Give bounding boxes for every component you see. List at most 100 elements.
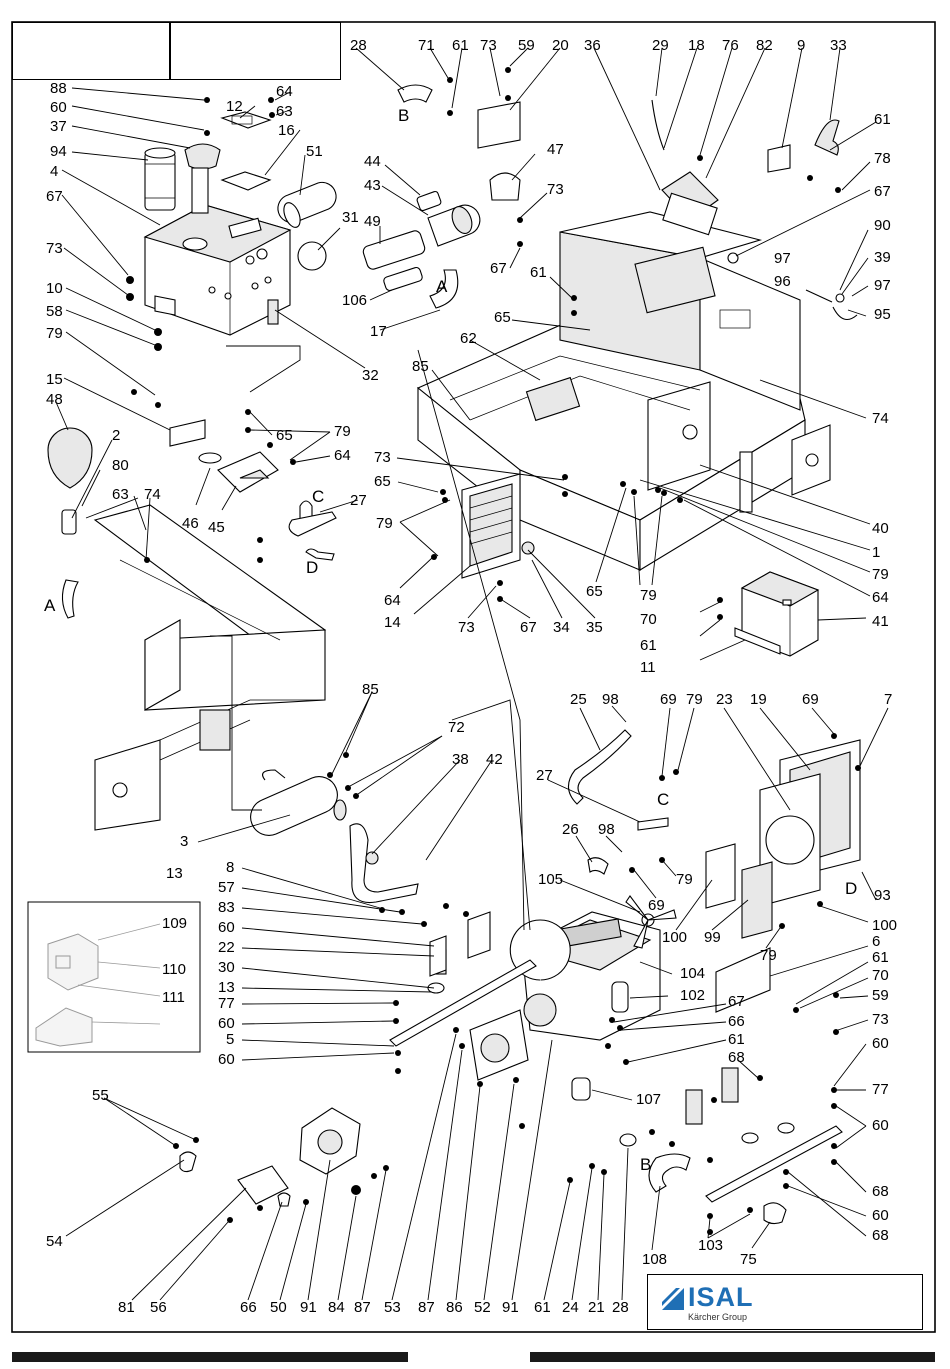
callout: 93 <box>874 887 891 904</box>
callout: 66 <box>240 1299 257 1316</box>
footer-bar-left <box>12 1352 408 1362</box>
fuel-filter <box>571 1077 591 1101</box>
callout: 61 <box>452 37 469 54</box>
switch-block <box>651 99 739 264</box>
detail-inset <box>27 901 201 1053</box>
callout: 38 <box>452 751 469 768</box>
callout: 79 <box>676 871 693 888</box>
callout: 60 <box>218 919 235 936</box>
callout: 61 <box>872 949 889 966</box>
brand-group: Kärcher Group <box>688 1312 748 1322</box>
callout: 64 <box>334 447 351 464</box>
lower-chassis-frame <box>93 504 327 831</box>
hydraulic-pump <box>179 1107 361 1207</box>
callout: 64 <box>276 83 293 100</box>
callout: 61 <box>728 1031 745 1048</box>
callout: 80 <box>112 457 129 474</box>
connector-letter: C <box>657 790 669 809</box>
callout: 109 <box>162 915 187 932</box>
callout: 13 <box>218 979 235 996</box>
connector-letter: B <box>398 106 409 125</box>
callout: 60 <box>218 1015 235 1032</box>
callout: 19 <box>750 691 767 708</box>
callout: 81 <box>118 1299 135 1316</box>
callout: 16 <box>278 122 295 139</box>
connector-letter: D <box>306 558 318 577</box>
callout: 68 <box>872 1183 889 1200</box>
pressure-switch <box>763 1202 787 1225</box>
footer-bar-right <box>530 1352 935 1362</box>
callout: 53 <box>384 1299 401 1316</box>
callout: 29 <box>652 37 669 54</box>
callout: 12 <box>226 98 243 115</box>
callout: 1 <box>872 544 880 561</box>
expansion-tank <box>169 419 279 493</box>
callout: 79 <box>376 515 393 532</box>
callout: 44 <box>364 153 381 170</box>
callout: 41 <box>872 613 889 630</box>
callout: 66 <box>728 1013 745 1030</box>
callout: 75 <box>740 1251 757 1268</box>
connector-letter: B <box>640 1155 651 1174</box>
callout: 87 <box>418 1299 435 1316</box>
connector-letter: A <box>436 277 448 296</box>
callout-numbers: 88 60 37 94 4 67 73 10 58 79 15 48 2 80 … <box>46 37 897 1316</box>
callout: 39 <box>874 249 891 266</box>
callout: 61 <box>530 264 547 281</box>
callout: 32 <box>362 367 379 384</box>
callout: 61 <box>640 637 657 654</box>
callout: 64 <box>872 589 889 606</box>
callout: 65 <box>374 473 391 490</box>
brand-name: ISAL <box>688 1282 754 1312</box>
callout: 108 <box>642 1251 667 1268</box>
callout: 65 <box>276 427 293 444</box>
callout: 98 <box>602 691 619 708</box>
exhaust-pipe <box>349 823 419 904</box>
callout: 34 <box>553 619 570 636</box>
air-intake <box>362 84 481 309</box>
callout: 6 <box>872 933 880 950</box>
callout: 104 <box>680 965 705 982</box>
callout: 49 <box>364 213 381 230</box>
callout: 5 <box>226 1031 234 1048</box>
callout: 70 <box>640 611 657 628</box>
callout: 62 <box>460 330 477 347</box>
leader-lines <box>55 47 889 1301</box>
callout: 40 <box>872 520 889 537</box>
callout: 79 <box>686 691 703 708</box>
hydraulic-tank <box>143 111 292 336</box>
callout: 102 <box>680 987 705 1004</box>
callout: 28 <box>350 37 367 54</box>
callout: 60 <box>218 1051 235 1068</box>
callout: 2 <box>112 427 120 444</box>
callout: 61 <box>874 111 891 128</box>
callout: 79 <box>640 587 657 604</box>
callout: 11 <box>640 659 656 676</box>
callout: 59 <box>872 987 889 1004</box>
callout: 85 <box>412 358 429 375</box>
air-baffles <box>705 843 773 939</box>
callout: 79 <box>334 423 351 440</box>
callout: 50 <box>270 1299 287 1316</box>
callout: 10 <box>46 280 63 297</box>
callout: 55 <box>92 1087 109 1104</box>
callout: 43 <box>364 177 381 194</box>
callout: 47 <box>547 141 564 158</box>
callout: 97 <box>874 277 891 294</box>
callout: 71 <box>418 37 435 54</box>
callout: 106 <box>342 292 367 309</box>
callout: 77 <box>218 995 235 1012</box>
callout: 83 <box>218 899 235 916</box>
callout: 30 <box>218 959 235 976</box>
callout: 56 <box>150 1299 167 1316</box>
callout: 18 <box>688 37 705 54</box>
fasteners <box>126 67 861 1235</box>
callout: 31 <box>342 209 359 226</box>
callout: 91 <box>300 1299 317 1316</box>
callout: 59 <box>518 37 535 54</box>
callout: 88 <box>50 80 67 97</box>
intake-hose <box>619 1133 691 1193</box>
callout: 73 <box>458 619 475 636</box>
